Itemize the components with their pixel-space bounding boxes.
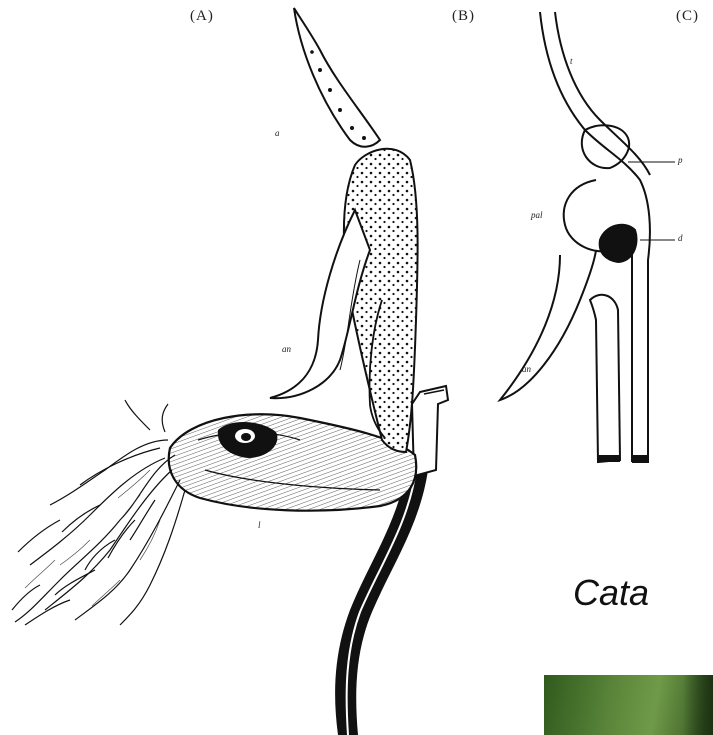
stem-cap: [412, 386, 448, 476]
caption-text: Cata: [573, 572, 649, 614]
fringe-shape: [12, 400, 185, 625]
section-diagram: [500, 12, 650, 462]
part-label-an-b: an: [282, 344, 291, 354]
panel-label-b: (B): [452, 8, 475, 25]
part-label-a: a: [275, 128, 280, 138]
petal-shape: [270, 210, 370, 398]
part-label-an-c: an: [522, 364, 531, 374]
photo-thumbnail: [544, 675, 713, 735]
part-label-pal: pal: [531, 210, 543, 220]
part-label-t: t: [570, 56, 573, 66]
panel-label-c: (C): [676, 8, 699, 25]
part-label-d: d: [678, 233, 683, 243]
panel-label-a: (A): [190, 8, 214, 25]
sepal-shape: [294, 8, 380, 147]
part-label-p: p: [678, 155, 683, 165]
part-label-l: l: [258, 520, 261, 530]
